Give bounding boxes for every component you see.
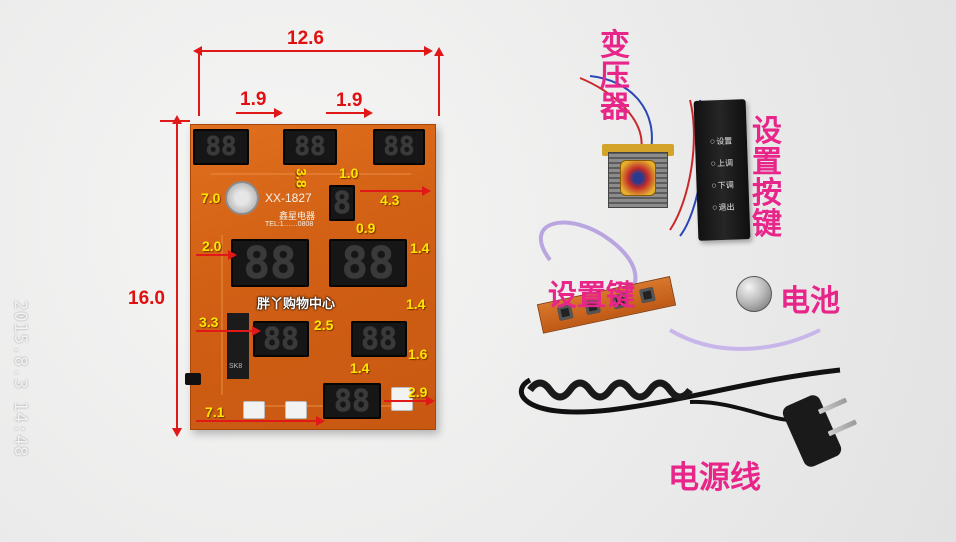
dim-label-7-0: 7.0 [201,190,221,206]
coiled-cord [527,379,693,401]
keypad-key-exit[interactable]: 退出 [705,201,741,213]
display-single: 8 [329,185,355,221]
cord-to-plug [689,399,791,422]
connector [285,401,307,419]
height-label: 16.0 [128,288,165,309]
dim-tick [196,250,237,260]
width-dimension-line [193,46,433,56]
ribbon-cable-2 [668,328,821,351]
board-tel: TEL:1……0808 [265,221,314,228]
battery-label: 电池 [780,284,840,319]
pcb-trace [211,173,411,175]
switch-label: 设置键 [548,278,636,312]
width-guide-right [434,47,444,116]
pcb-trace [221,235,223,395]
display-top-left: 88 [193,129,249,165]
dim-label-3-3: 3.3 [199,314,219,330]
blue-wire [589,75,653,156]
display-mid-left: 88 [253,321,309,357]
display-big-left: 88 [231,238,309,289]
red-wire-2 [669,99,695,231]
keypad-key-up[interactable]: 上调 [704,157,740,169]
date-stamp: 2015.8.3 14:48 [10,300,30,458]
gap-line-right [326,108,373,118]
width-label: 12.6 [287,28,324,49]
transformer [598,138,678,216]
keypad-key-down[interactable]: 下调 [704,179,740,191]
keypad: 设置 上调 下调 退出 [693,99,751,241]
switch-button[interactable] [639,286,656,304]
transformer-label: 变压器 [600,28,630,125]
dim-label-2-5: 2.5 [314,317,334,333]
dim-tick [360,186,431,196]
display-top-right: 88 [373,129,425,165]
display-big-right: 88 [329,238,407,289]
width-guide-left [198,50,200,116]
transformer-coil [620,160,656,196]
dim-label-1-4-c: 1.4 [350,360,370,376]
dim-label-2-9: 2.9 [408,384,428,400]
dim-label-4-3: 4.3 [380,192,400,208]
connector [391,387,413,411]
dim-label-3-8: 3.8 [293,168,310,188]
buzzer [185,373,201,385]
dim-label-1-4-b: 1.4 [406,296,426,312]
power-cord-label: 电源线 [668,460,761,496]
keypad-label: 设置按键 [752,114,782,242]
gap-label-right: 1.9 [336,90,363,111]
display-mid-right: 88 [351,321,407,357]
keypad-key-set[interactable]: 设置 [703,135,739,147]
power-cord [519,367,841,415]
board-model: XX-1827 [265,191,312,205]
board-brand: 鑫星电器 [279,211,316,221]
dim-label-1-0: 1.0 [339,165,359,181]
dim-tick [196,416,325,426]
gap-line-left [236,108,283,118]
dim-tick [196,326,261,336]
dim-label-0-9: 0.9 [356,220,376,236]
display-bottom: 88 [323,383,381,419]
pcb-board: 88 88 88 XX-1827 鑫星电器 TEL:1……0808 8 88 8… [185,124,436,430]
chip-label: SK8 [229,363,243,370]
dim-label-1-6: 1.6 [408,346,428,362]
battery-holder [225,181,259,215]
wires-svg [519,75,841,422]
display-top-mid: 88 [283,129,337,165]
coin-battery [736,276,772,312]
height-guide-top [160,120,190,122]
dim-tick [384,396,435,406]
ic-chip [224,313,252,379]
dim-label-7-1: 7.1 [205,404,225,420]
dim-label-1-4-a: 1.4 [410,240,430,256]
connector [243,401,265,419]
board-watermark: 胖丫购物中心 [257,296,336,311]
gap-label-left: 1.9 [240,89,267,110]
height-dimension-line [172,115,182,437]
dim-label-2-0: 2.0 [202,238,222,254]
